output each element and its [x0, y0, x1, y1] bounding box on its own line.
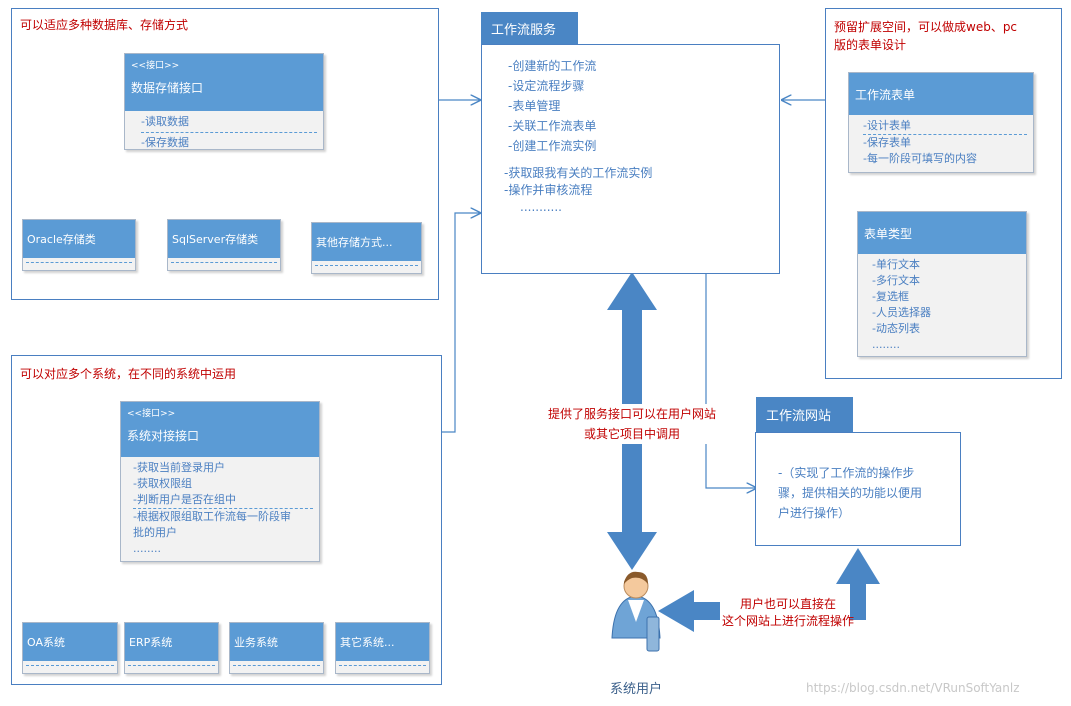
service-item-create-instance: -创建工作流实例	[508, 139, 597, 153]
business-system-class: 业务系统	[229, 622, 324, 674]
user-label: 系统用户	[609, 682, 662, 697]
form-type-name: 表单类型	[864, 226, 913, 241]
type-single-line: -单行文本	[872, 258, 920, 271]
oracle-storage-class: Oracle存储类	[22, 219, 136, 271]
service-item-link-form: -关联工作流表单	[508, 119, 597, 133]
type-checkbox: -复选框	[872, 290, 909, 303]
class-footer	[315, 265, 418, 266]
business-system-label: 业务系统	[230, 623, 323, 661]
workflow-service-items2: -获取跟我有关的工作流实例 -操作并审核流程 ...........	[504, 165, 652, 216]
website-text: -（实现了工作流的操作步 骤，提供相关的功能以便用 户进行操作）	[778, 463, 922, 523]
op-read-data: -读取数据	[141, 115, 189, 128]
system-interface-stereotype: <<接口>>	[127, 409, 176, 419]
form-group-title: 预留扩展空间，可以做成web、pc 版的表单设计	[834, 18, 1017, 54]
op-get-current-user: -获取当前登录用户	[133, 461, 225, 474]
user-note-line2: 这个网站上进行流程操作	[721, 614, 854, 628]
oa-system-label: OA系统	[23, 623, 117, 661]
form-type-ops: -单行文本 -多行文本 -复选框 -人员选择器 -动态列表 ........	[858, 254, 1026, 353]
website-panel: -（实现了工作流的操作步 骤，提供相关的功能以便用 户进行操作）	[755, 432, 961, 546]
service-note-line1: 提供了服务接口可以在用户网站	[547, 407, 716, 421]
oa-system-class: OA系统	[22, 622, 118, 674]
form-type-class: 表单类型 -单行文本 -多行文本 -复选框 -人员选择器 -动态列表 .....…	[857, 211, 1027, 357]
service-item-my-instances: -获取跟我有关的工作流实例	[504, 166, 653, 180]
type-user-picker: -人员选择器	[872, 306, 931, 319]
class-footer	[171, 262, 277, 263]
other-storage-class: 其他存储方式...	[311, 222, 422, 274]
op-design-form: -设计表单	[863, 119, 911, 132]
op-get-approvers-cont: 批的用户	[133, 526, 177, 539]
workflow-form-name: 工作流表单	[855, 87, 916, 102]
website-text-line2: 骤，提供相关的功能以便用	[778, 486, 923, 500]
class-footer	[128, 665, 215, 666]
website-to-user-arrow	[658, 590, 720, 632]
service-note-line2: 或其它项目中调用	[583, 427, 680, 441]
ops-separator	[141, 132, 317, 133]
website-text-line1: -（实现了工作流的操作步	[778, 466, 915, 480]
watermark: https://blog.csdn.net/VRunSoftYanlz	[806, 681, 1020, 695]
op-get-approvers: -根据权限组取工作流每一阶段审	[133, 510, 291, 523]
service-item-set-steps: -设定流程步骤	[508, 79, 585, 93]
storage-interface-header: <<接口>> 数据存储接口	[125, 54, 323, 111]
sqlserver-storage-label: SqlServer存储类	[168, 220, 280, 258]
op-get-permission-group: -获取权限组	[133, 477, 192, 490]
system-interface-name: 系统对接接口	[127, 429, 200, 443]
op-check-user-in-group: -判断用户是否在组中	[133, 493, 236, 506]
workflow-service-panel: -创建新的工作流 -设定流程步骤 -表单管理 -关联工作流表单 -创建工作流实例…	[481, 44, 780, 274]
other-system-class: 其它系统...	[335, 622, 430, 674]
class-footer	[26, 262, 132, 263]
user-note-line1: 用户也可以直接在	[739, 597, 836, 611]
other-storage-label: 其他存储方式...	[312, 223, 421, 261]
service-item-form-manage: -表单管理	[508, 99, 561, 113]
sqlserver-storage-class: SqlServer存储类	[167, 219, 281, 271]
service-item-create-workflow: -创建新的工作流	[508, 59, 597, 73]
form-type-header: 表单类型	[858, 212, 1026, 254]
class-footer	[339, 665, 426, 666]
system-interface-ops: -获取当前登录用户 -获取权限组 -判断用户是否在组中 -根据权限组取工作流每一…	[121, 457, 319, 557]
ops-separator	[133, 508, 313, 509]
class-footer	[26, 665, 114, 666]
workflow-form-class: 工作流表单 -设计表单 -保存表单 -每一阶段可填写的内容	[848, 72, 1034, 173]
op-ellipsis: ........	[133, 542, 161, 555]
website-tab: 工作流网站	[756, 397, 853, 432]
oracle-storage-label: Oracle存储类	[23, 220, 135, 258]
op-save-form: -保存表单	[863, 136, 911, 149]
workflow-form-ops: -设计表单 -保存表单 -每一阶段可填写的内容	[849, 115, 1033, 167]
user-note: 用户也可以直接在 这个网站上进行流程操作	[700, 596, 876, 630]
system-interface-header: <<接口>> 系统对接接口	[121, 402, 319, 457]
service-item-ellipsis: ...........	[520, 200, 562, 214]
website-text-line3: 户进行操作）	[778, 506, 851, 520]
user-icon	[611, 571, 661, 652]
storage-interface-ops: -读取数据 -保存数据	[125, 111, 323, 151]
form-group-title-line2: 版的表单设计	[834, 38, 907, 52]
ops-separator	[863, 134, 1027, 135]
type-dynamic-list: -动态列表	[872, 322, 920, 335]
op-stage-content: -每一阶段可填写的内容	[863, 152, 977, 165]
erp-system-label: ERP系统	[125, 623, 218, 661]
service-note: 提供了服务接口可以在用户网站 或其它项目中调用	[520, 404, 744, 444]
workflow-form-header: 工作流表单	[849, 73, 1033, 115]
service-item-approve: -操作并审核流程	[504, 183, 593, 197]
class-footer	[233, 665, 320, 666]
workflow-service-tab: 工作流服务	[481, 12, 578, 44]
form-group-title-line1: 预留扩展空间，可以做成web、pc	[834, 20, 1018, 34]
type-multi-line: -多行文本	[872, 274, 920, 287]
op-save-data: -保存数据	[141, 136, 189, 149]
workflow-service-items: -创建新的工作流 -设定流程步骤 -表单管理 -关联工作流表单 -创建工作流实例	[508, 56, 596, 156]
other-system-label: 其它系统...	[336, 623, 429, 661]
storage-interface-name: 数据存储接口	[131, 81, 204, 95]
system-interface-box: <<接口>> 系统对接接口 -获取当前登录用户 -获取权限组 -判断用户是否在组…	[120, 401, 320, 562]
user-to-website-arrow	[836, 548, 880, 620]
type-ellipsis: ........	[872, 338, 900, 351]
storage-interface-stereotype: <<接口>>	[131, 61, 180, 71]
storage-interface-box: <<接口>> 数据存储接口 -读取数据 -保存数据	[124, 53, 324, 150]
storage-group-title: 可以适应多种数据库、存储方式	[20, 18, 189, 32]
system-group-title: 可以对应多个系统，在不同的系统中运用	[20, 367, 237, 381]
erp-system-class: ERP系统	[124, 622, 219, 674]
